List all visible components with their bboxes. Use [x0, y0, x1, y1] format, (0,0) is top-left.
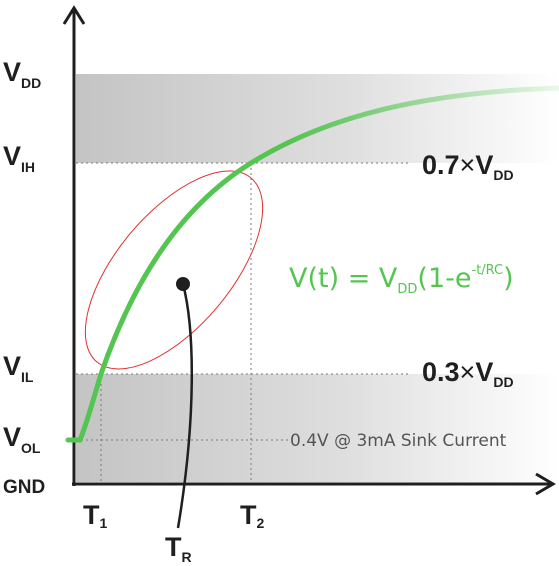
- label-t2: T2: [240, 500, 265, 531]
- label-low-threshold: 0.3×VDD: [422, 357, 514, 390]
- vol-note: 0.4V @ 3mA Sink Current: [290, 431, 507, 451]
- label-high-threshold: 0.7×VDD: [422, 150, 514, 183]
- x-axis-arrow: [535, 472, 556, 496]
- rise-time-pointer: [176, 283, 194, 529]
- label-vdd: VDD: [3, 57, 41, 91]
- rise-time-pointer-dot: [176, 277, 190, 291]
- rise-time-ellipse: [84, 170, 264, 370]
- low-band: [76, 374, 559, 482]
- label-vil: VIL: [3, 351, 34, 385]
- label-tr: TR: [165, 532, 192, 565]
- y-axis-arrow: [62, 5, 86, 25]
- high-band: [76, 74, 559, 163]
- label-vol: VOL: [3, 422, 41, 456]
- label-vih: VIH: [3, 141, 35, 175]
- rc-equation: V(t) = VDD(1-e-t/RC): [289, 263, 514, 297]
- rc-charge-curve: [65, 85, 559, 443]
- label-t1: T1: [83, 500, 108, 531]
- label-gnd: GND: [3, 477, 45, 498]
